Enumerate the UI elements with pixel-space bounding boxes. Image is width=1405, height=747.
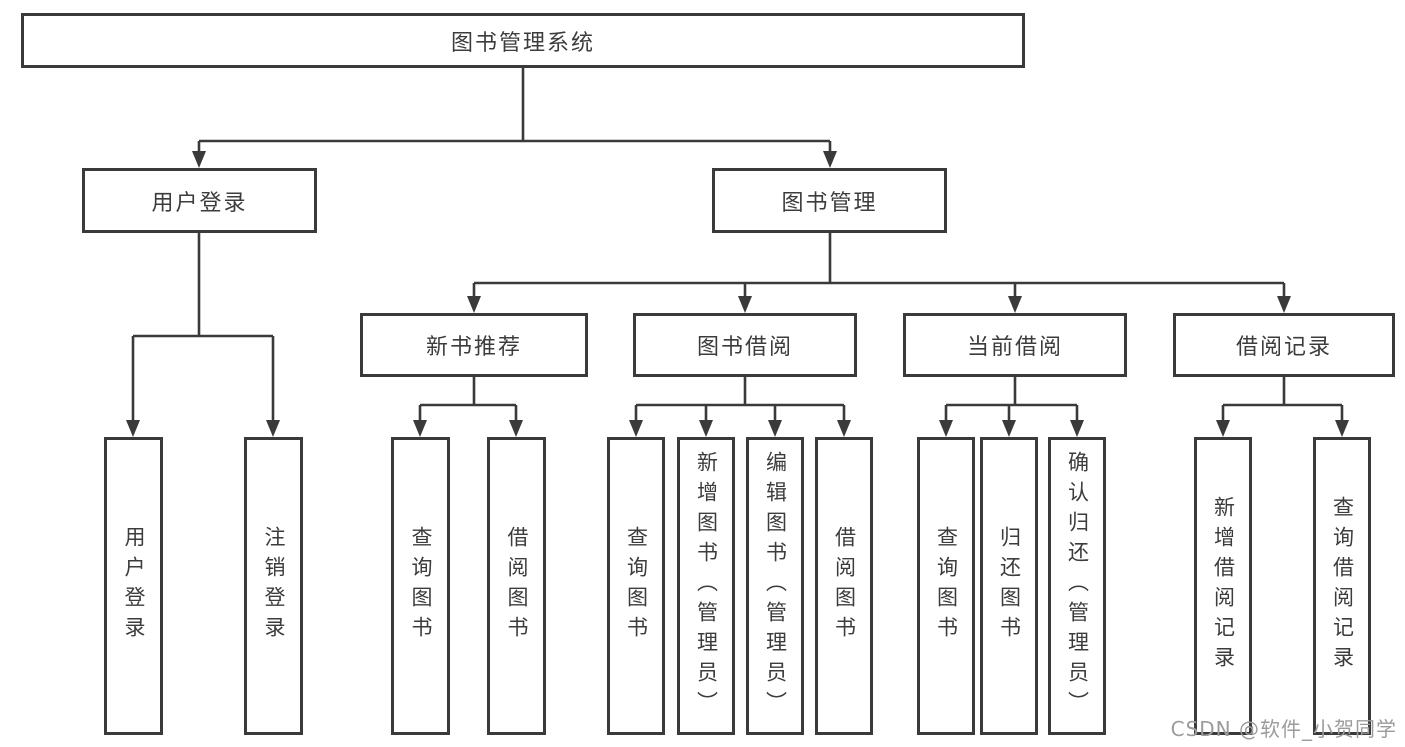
node-label: 查询图书: [624, 526, 649, 646]
node-current-borrowing: 当前借阅: [903, 313, 1127, 377]
node-label: 用户登录: [122, 526, 146, 646]
node-label: 归还图书: [997, 526, 1022, 646]
leaf-query-books-current: 查询图书: [917, 437, 975, 735]
node-new-book-recommendation: 新书推荐: [360, 313, 588, 377]
node-label: 确认归还（管理员）: [1065, 451, 1090, 721]
node-label: 新增图书（管理员）: [694, 451, 719, 721]
node-label: 查询图书: [409, 526, 433, 646]
leaf-borrow-books: 借阅图书: [815, 437, 873, 735]
node-label: 图书管理: [781, 190, 878, 216]
leaf-add-book-admin: 新增图书（管理员）: [677, 437, 735, 735]
leaf-return-book: 归还图书: [980, 437, 1038, 735]
leaf-query-books-recommend: 查询图书: [391, 437, 450, 735]
node-library-management-system: 图书管理系统: [21, 13, 1025, 68]
leaf-logout: 注销登录: [244, 437, 303, 735]
node-label: 编辑图书（管理员）: [763, 451, 788, 721]
leaf-user-login: 用户登录: [104, 437, 163, 735]
csdn-watermark: CSDN @软件_小贺同学: [1170, 717, 1397, 741]
leaf-edit-book-admin: 编辑图书（管理员）: [746, 437, 804, 735]
node-label: 新增借阅记录: [1211, 496, 1236, 676]
node-label: 查询图书: [934, 526, 959, 646]
node-label: 当前借阅: [966, 335, 1063, 360]
leaf-query-books-borrow: 查询图书: [607, 437, 665, 735]
leaf-add-borrow-record: 新增借阅记录: [1194, 437, 1252, 735]
node-book-borrowing: 图书借阅: [633, 313, 857, 377]
node-label: 借阅图书: [505, 526, 529, 646]
node-label: 借阅图书: [832, 526, 857, 646]
node-label: 图书借阅: [696, 335, 793, 360]
leaf-borrow-books-recommend: 借阅图书: [487, 437, 546, 735]
node-label: 注销登录: [262, 526, 286, 646]
node-label: 借阅记录: [1235, 335, 1332, 360]
node-label: 图书管理系统: [450, 30, 595, 56]
node-label: 查询借阅记录: [1330, 496, 1355, 676]
node-borrowing-records: 借阅记录: [1173, 313, 1395, 377]
leaf-query-borrow-record: 查询借阅记录: [1313, 437, 1371, 735]
node-label: 用户登录: [151, 190, 248, 216]
node-user-login: 用户登录: [82, 168, 317, 233]
leaf-confirm-return-admin: 确认归还（管理员）: [1048, 437, 1106, 735]
node-label: 新书推荐: [425, 335, 522, 360]
node-book-management: 图书管理: [712, 168, 947, 233]
